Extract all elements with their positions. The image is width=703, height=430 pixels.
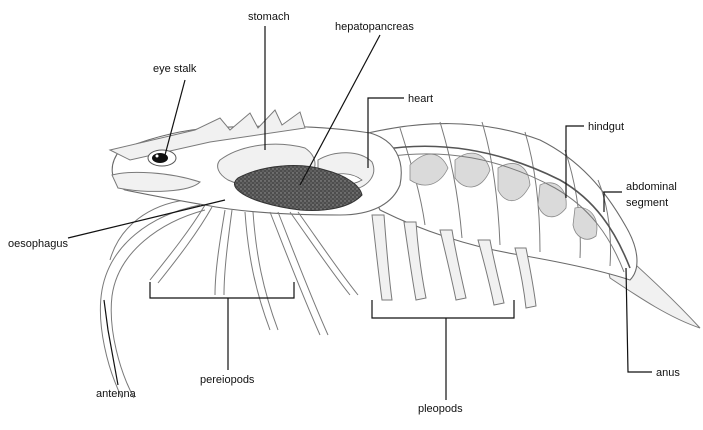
label-pereiopods: pereiopods [200,374,255,386]
label-antenna: antenna [96,388,137,400]
label-oesophagus: oesophagus [8,238,68,250]
antenna-flagellum-2 [111,210,205,398]
label-eye-stalk: eye stalk [153,63,197,75]
label-abdominal-segment-1: abdominal [626,181,677,193]
label-anus: anus [656,367,680,379]
label-stomach: stomach [248,11,290,23]
label-abdominal-segment-2: segment [626,197,668,209]
antennule [110,200,185,260]
shrimp-illustration [100,110,700,398]
pleopods-bracket [372,300,514,318]
pereiopods-bracket [150,282,294,298]
pereiopods-legs [150,205,358,335]
oesophagus-leader [68,200,225,238]
label-hindgut: hindgut [588,121,624,133]
label-hepatopancreas: hepatopancreas [335,21,414,33]
label-pleopods: pleopods [418,403,463,415]
label-heart: heart [408,93,433,105]
